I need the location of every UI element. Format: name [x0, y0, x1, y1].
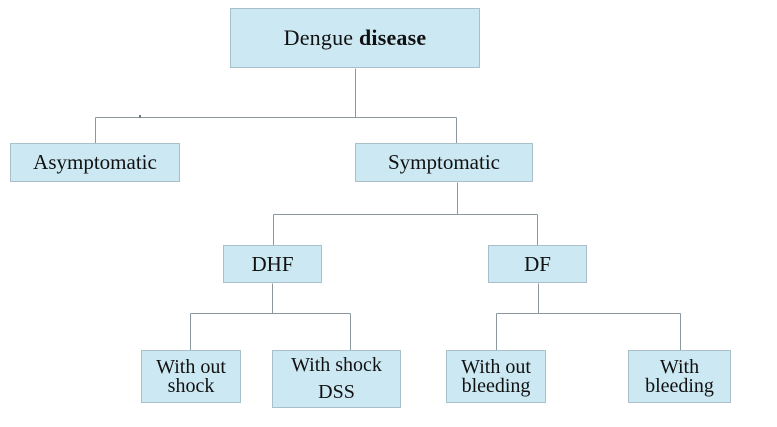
node-with-bleeding[interactable]: With bleeding [628, 350, 731, 403]
node-without-bleeding[interactable]: With out bleeding [446, 350, 546, 403]
node-label-symptomatic: Symptomatic [388, 150, 500, 174]
node-dengue-disease[interactable]: Dengue disease [230, 8, 480, 68]
node-label-with-shock-dss: With shock DSS [291, 354, 382, 403]
node-dhf[interactable]: DHF [223, 245, 322, 283]
node-asymptomatic[interactable]: Asymptomatic [10, 143, 180, 182]
node-label-disease-word: disease [358, 25, 427, 50]
node-label-asymptomatic: Asymptomatic [33, 150, 157, 174]
node-label-without-bleeding: With out bleeding [461, 355, 531, 397]
node-with-shock-dss[interactable]: With shock DSS [272, 350, 401, 408]
node-label-dengue-disease: Dengue disease [231, 25, 479, 51]
node-label-without-shock: With out shock [156, 356, 226, 397]
node-label-dhf: DHF [251, 251, 294, 276]
line-artifact-speck [139, 115, 141, 118]
node-label-with-bleeding: With bleeding [645, 355, 714, 397]
node-df[interactable]: DF [488, 245, 587, 283]
node-label-dengue-word: Dengue [283, 25, 359, 50]
node-symptomatic[interactable]: Symptomatic [355, 143, 533, 182]
node-label-df: DF [524, 251, 551, 276]
node-without-shock[interactable]: With out shock [141, 350, 241, 403]
